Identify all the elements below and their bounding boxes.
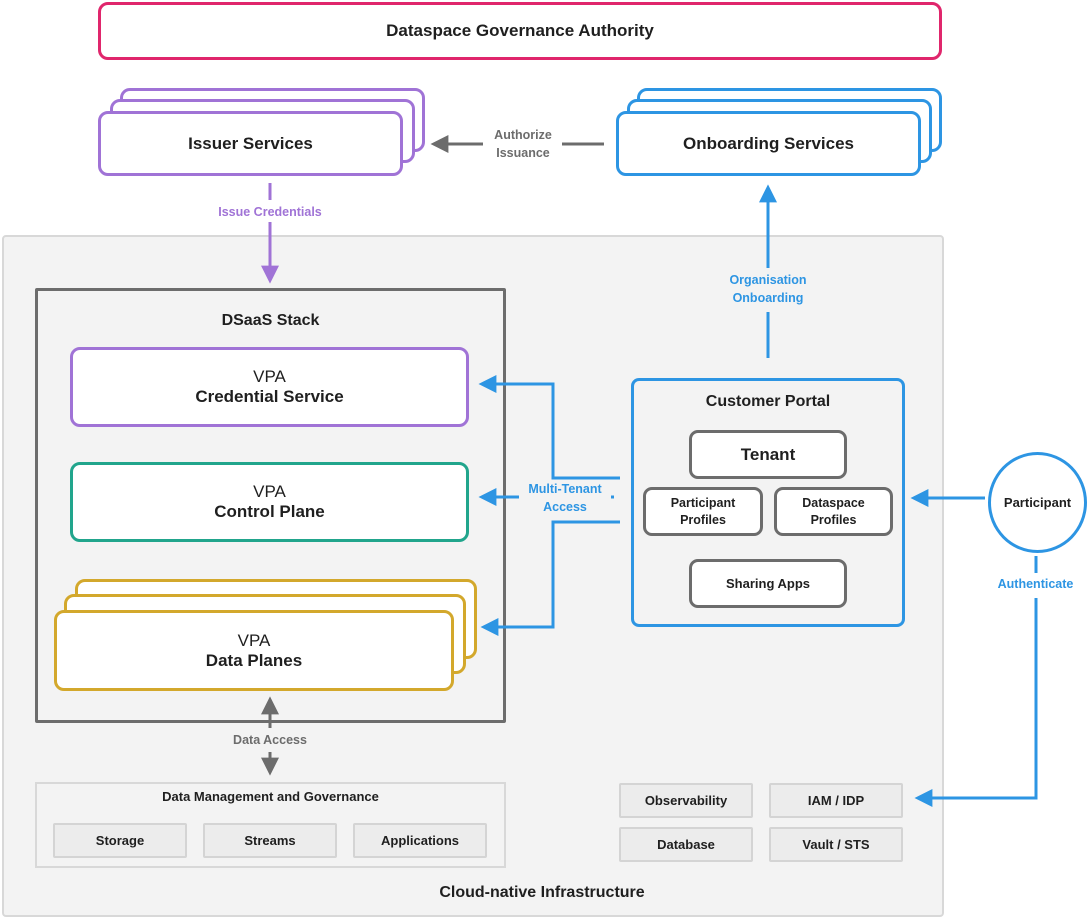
- database-label: Database: [657, 837, 715, 852]
- observability-label: Observability: [644, 793, 728, 808]
- control-plane-box: VPA Control Plane: [70, 462, 469, 542]
- credential-service-name: Credential Service: [195, 387, 344, 406]
- participant-profiles-line2: Profiles: [680, 512, 726, 527]
- dataspace-profiles-box: Dataspace Profiles: [774, 487, 893, 536]
- multi-tenant-line1: Multi-Tenant: [528, 482, 602, 496]
- org-onboarding-line2: Onboarding: [732, 291, 804, 305]
- multi-tenant-arrow-top: [478, 375, 620, 480]
- multi-tenant-line2: Access: [543, 500, 587, 514]
- governance-authority-box: Dataspace Governance Authority: [98, 2, 942, 60]
- tenant-box: Tenant: [689, 430, 847, 479]
- authorize-issuance-line1: Authorize: [494, 128, 552, 142]
- credential-service-prefix: VPA: [253, 367, 286, 386]
- streams-label: Streams: [244, 833, 296, 848]
- dataspace-profiles-line1: Dataspace: [802, 495, 865, 510]
- vault-sts-box: Vault / STS: [769, 827, 903, 862]
- onboarding-services-title: Onboarding Services: [683, 133, 854, 153]
- issue-credentials-label: Issue Credentials: [218, 205, 322, 219]
- dataspace-profiles-line2: Profiles: [810, 512, 857, 527]
- org-onboarding-line1: Organisation: [729, 273, 807, 287]
- data-planes-box: VPA Data Planes: [54, 610, 454, 691]
- data-management-title: Data Management and Governance: [162, 788, 379, 804]
- sharing-apps-box: Sharing Apps: [689, 559, 847, 608]
- observability-box: Observability: [619, 783, 753, 818]
- participant-label: Participant: [1003, 495, 1072, 510]
- data-access-label: Data Access: [233, 733, 307, 747]
- streams-box: Streams: [203, 823, 337, 858]
- iam-idp-label: IAM / IDP: [807, 793, 865, 808]
- vault-sts-label: Vault / STS: [802, 837, 870, 852]
- iam-idp-box: IAM / IDP: [769, 783, 903, 818]
- issuer-services-title: Issuer Services: [188, 133, 313, 153]
- participant-profiles-line1: Participant: [670, 495, 736, 510]
- storage-box: Storage: [53, 823, 187, 858]
- data-planes-name: Data Planes: [205, 650, 303, 670]
- authorize-issuance-label: Authorize Issuance: [483, 126, 563, 162]
- dsaas-stack-title: DSaaS Stack: [221, 312, 320, 329]
- data-planes-prefix: VPA: [237, 630, 271, 650]
- control-plane-prefix: VPA: [253, 482, 286, 501]
- applications-box: Applications: [353, 823, 487, 858]
- cloud-infrastructure-title: Cloud-native Infrastructure: [439, 884, 645, 901]
- customer-portal-title: Customer Portal: [705, 393, 831, 410]
- control-plane-name: Control Plane: [214, 502, 325, 521]
- participant-profiles-box: Participant Profiles: [643, 487, 763, 536]
- authenticate-label: Authenticate: [997, 577, 1074, 591]
- multi-tenant-label: Multi-Tenant Access: [519, 480, 611, 516]
- credential-service-box: VPA Credential Service: [70, 347, 469, 427]
- sharing-apps-label: Sharing Apps: [725, 576, 811, 591]
- tenant-label: Tenant: [740, 444, 796, 464]
- issuer-services-box: Issuer Services: [98, 111, 403, 176]
- onboarding-services-box: Onboarding Services: [616, 111, 921, 176]
- database-box: Database: [619, 827, 753, 862]
- applications-label: Applications: [380, 833, 459, 848]
- authorize-issuance-line2: Issuance: [496, 146, 550, 160]
- participant-node: Participant: [988, 452, 1087, 553]
- org-onboarding-label: Organisation Onboarding: [712, 271, 824, 307]
- governance-authority-title: Dataspace Governance Authority: [386, 21, 654, 40]
- multi-tenant-arrow-bottom: [480, 520, 620, 636]
- storage-label: Storage: [95, 833, 145, 848]
